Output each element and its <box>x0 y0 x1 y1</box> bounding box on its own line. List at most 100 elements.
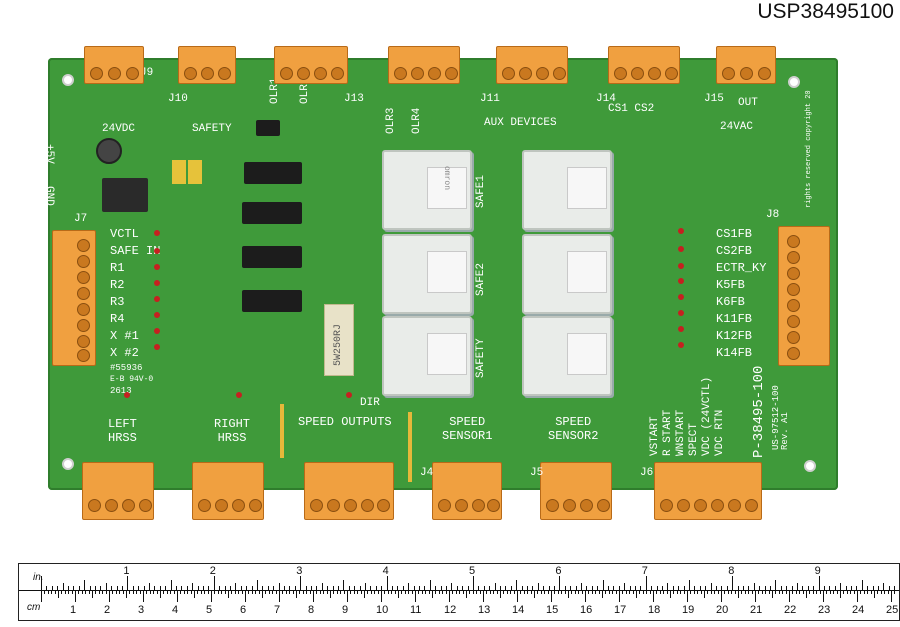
ruler-tick <box>238 590 240 594</box>
ruler-tick <box>251 586 253 590</box>
terminal-block-j11 <box>496 46 568 84</box>
ruler-tick <box>446 586 447 590</box>
ruler-tick <box>874 590 875 598</box>
ruler-tick <box>190 590 192 594</box>
ruler-tick <box>765 590 767 594</box>
ruler-tick <box>802 590 804 594</box>
label-j5: J5 <box>530 467 544 479</box>
ruler-inch-number: 9 <box>814 565 821 577</box>
ruler-tick <box>435 586 437 590</box>
ruler-tick <box>139 590 141 594</box>
ruler-tick <box>799 590 801 594</box>
label-olr4: OLR4 <box>411 107 423 134</box>
ruler-tick <box>275 590 277 594</box>
ruler-tick <box>564 590 566 594</box>
ruler-tick <box>241 590 243 594</box>
ruler-tick <box>888 586 890 590</box>
ruler-tick <box>689 580 690 590</box>
ruler-tick <box>208 586 210 590</box>
ruler-tick <box>845 586 847 590</box>
ruler-tick <box>143 586 145 590</box>
ruler-tick <box>78 586 80 590</box>
ruler-tick <box>721 590 722 602</box>
ruler-tick <box>510 586 512 590</box>
right-vertical-labels: VSTART R START WNSTART SPECT VDC (24VCTL… <box>649 377 728 456</box>
ruler-cm-number: 23 <box>818 604 831 616</box>
left-label: X #1 <box>110 329 139 343</box>
ruler-tick <box>625 590 627 594</box>
ruler-cm-number: 9 <box>342 604 349 616</box>
label-dir: DIR <box>360 397 380 409</box>
ruler-tick <box>248 590 250 594</box>
label-olr3: OLR3 <box>385 107 397 134</box>
ruler-tick <box>285 590 287 594</box>
led <box>154 296 160 302</box>
ruler-tick <box>377 590 379 594</box>
ruler-divider <box>19 590 899 591</box>
ruler-tick <box>333 590 335 594</box>
ruler-tick <box>619 590 620 602</box>
ruler-tick <box>95 590 97 594</box>
ruler-tick <box>618 586 620 590</box>
ruler-tick <box>496 590 498 594</box>
ruler-inch-number: 5 <box>469 565 476 577</box>
ruler-tick <box>791 586 793 590</box>
ruler-tick <box>192 583 194 590</box>
ruler-tick <box>387 590 389 594</box>
ruler-tick <box>476 590 478 594</box>
vertical-label: WNSTART <box>675 409 687 456</box>
ruler-tick <box>100 586 102 590</box>
ruler-tick <box>629 590 631 594</box>
ruler-tick <box>595 590 597 594</box>
label-j9: J9 <box>140 67 154 79</box>
ruler-tick <box>419 586 420 590</box>
ruler-tick <box>632 590 634 594</box>
ruler-tick <box>639 590 641 594</box>
ruler-cm-number: 11 <box>410 604 422 616</box>
ruler-tick <box>672 586 674 590</box>
led <box>678 326 684 332</box>
ruler-tick <box>230 586 231 590</box>
ruler-tick <box>165 586 167 590</box>
ruler-tick <box>743 586 744 590</box>
ruler-tick <box>224 590 226 594</box>
ruler-tick <box>575 586 577 590</box>
ruler-tick <box>455 590 457 594</box>
ruler-tick <box>305 586 307 590</box>
terminal-block-left-hrss <box>82 462 154 520</box>
label-left-hrss: LEFT HRSS <box>108 417 137 445</box>
ruler-tick <box>503 590 505 594</box>
label-j4: J4 <box>420 467 434 479</box>
ruler-cm-number: 10 <box>376 604 389 616</box>
ruler-tick <box>540 590 542 594</box>
ruler-tick <box>778 590 780 594</box>
ruler-tick <box>381 590 382 602</box>
ruler-tick <box>68 590 70 594</box>
ruler-tick <box>602 590 603 598</box>
ruler-tick <box>234 590 236 594</box>
ruler-tick <box>219 586 221 590</box>
ruler-tick <box>62 583 64 590</box>
ruler-tick <box>284 586 285 590</box>
ruler-tick <box>795 590 797 594</box>
ruler-tick <box>741 590 743 594</box>
ruler-tick <box>58 590 59 598</box>
ruler-tick <box>384 590 386 594</box>
ruler-tick <box>732 576 734 590</box>
ruler-tick <box>785 590 787 594</box>
label-right-hrss: RIGHT HRSS <box>214 417 251 445</box>
ruler-tick <box>690 590 692 594</box>
ruler-tick <box>92 590 93 598</box>
ruler-tick <box>615 590 617 594</box>
ruler-tick <box>872 586 874 590</box>
label-speed-outputs: SPEED OUTPUTS <box>298 415 392 429</box>
ruler-tick <box>887 590 889 594</box>
ruler-tick <box>224 586 226 590</box>
ruler-tick <box>203 586 204 590</box>
part-number: USP38495100 <box>757 0 894 23</box>
ruler-tick <box>159 586 161 590</box>
ruler-tick <box>527 590 529 594</box>
led <box>154 344 160 350</box>
ruler-tick <box>636 590 637 598</box>
